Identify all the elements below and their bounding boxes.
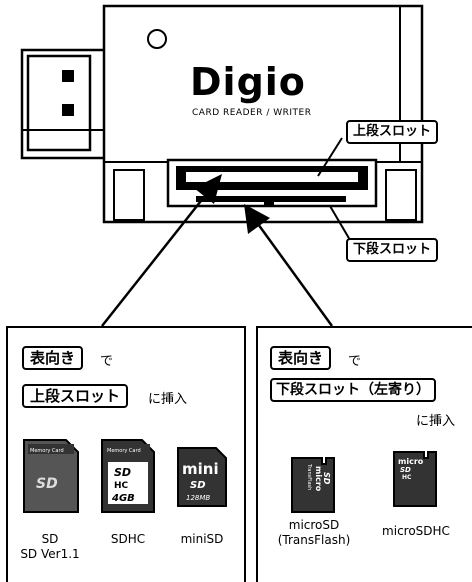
insert-text: に挿入	[416, 414, 456, 429]
sd-card-art-header: Memory Card	[30, 448, 64, 454]
slot-tag: 上段スロット	[22, 384, 129, 408]
microsd-card-label-line2: (TransFlash)	[277, 533, 351, 547]
lower-slot-panel: 表向き で 下段スロット（左寄り） に挿入 TransFlash micro S…	[256, 326, 472, 582]
minisd-card-icon: mini SD 128MB	[177, 447, 227, 507]
microsd-card-art-sd: SD	[322, 472, 331, 485]
sdhc-card-art-capacity: 4GB	[111, 493, 135, 504]
card-slots	[166, 158, 378, 208]
sd-card-icon: Memory Card SD	[23, 439, 79, 513]
microsdhc-card-label: microSDHC	[368, 524, 464, 539]
card-reader-illustration	[20, 4, 424, 327]
arrow-upper	[101, 174, 222, 327]
upper-slot-pointer	[317, 137, 343, 177]
microsd-card-label-line1: microSD	[288, 518, 340, 532]
sdhc-card-art-sd: SD	[114, 466, 131, 479]
microsdhc-card-label-line1: microSDHC	[382, 524, 450, 538]
face-up-tag: 表向き	[22, 346, 84, 370]
microsd-card-art-tf: TransFlash	[306, 463, 312, 490]
microsdhc-card-art-micro: micro	[398, 457, 424, 466]
sdhc-card-art-hc: HC	[114, 481, 129, 491]
brand-subtitle: CARD READER / WRITER	[192, 108, 312, 118]
minisd-card-art-sd: SD	[190, 480, 206, 491]
face-up-tag: 表向き	[270, 346, 332, 370]
sdhc-card-art-header: Memory Card	[107, 448, 141, 454]
sdhc-card-label: SDHC	[90, 532, 166, 547]
microsdhc-card-art-sd: SD	[400, 466, 411, 474]
sdhc-card-label-line1: SDHC	[110, 532, 146, 546]
face-up-suffix: で	[348, 354, 362, 369]
microsdhc-card-icon: micro SD HC	[393, 451, 437, 507]
usb-plug	[20, 48, 114, 160]
lower-slot-pointer	[329, 205, 351, 241]
insert-text: に挿入	[148, 392, 188, 407]
microsdhc-card-art-hc: HC	[402, 474, 412, 481]
microsd-card-label: microSD (TransFlash)	[268, 518, 360, 548]
minisd-card-art-mini: mini	[182, 460, 219, 478]
face-up-suffix: で	[100, 354, 114, 369]
lower-slot-label: 下段スロット	[346, 238, 439, 262]
sd-card-label-line2: SD Ver1.1	[20, 547, 80, 561]
brand-logo: Digio	[190, 60, 306, 104]
sd-card-label: SD SD Ver1.1	[12, 532, 88, 562]
upper-slot-label: 上段スロット	[346, 120, 439, 144]
minisd-card-art-capacity: 128MB	[186, 494, 210, 502]
microsd-card-icon: TransFlash micro SD	[291, 457, 335, 513]
sd-card-art-logo: SD	[36, 476, 58, 492]
slot-tag: 下段スロット（左寄り）	[270, 378, 436, 402]
upper-slot-panel: 表向き で 上段スロット に挿入 Memory Card SD SD SD Ve…	[6, 326, 246, 582]
minisd-card-label-line1: miniSD	[180, 532, 224, 546]
minisd-card-label: miniSD	[164, 532, 240, 547]
sd-card-label-line1: SD	[41, 532, 59, 546]
arrow-lower	[244, 204, 334, 327]
sdhc-card-icon: Memory Card SD HC 4GB	[101, 439, 155, 513]
microsd-card-art-micro: micro	[314, 466, 323, 492]
